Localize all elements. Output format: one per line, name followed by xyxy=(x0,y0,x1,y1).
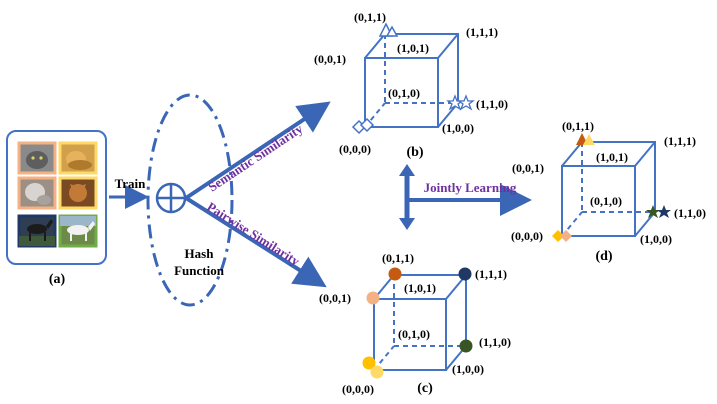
vertex-label: (0,1,1) xyxy=(354,10,386,24)
cube-c: (0,1,1) (0,0,1) (1,0,1) (1,1,1) (0,1,0) … xyxy=(319,251,511,396)
vertex-label: (0,1,1) xyxy=(562,119,594,133)
vertex-label: (1,1,0) xyxy=(476,97,508,111)
vertex-label: (1,1,0) xyxy=(479,335,511,349)
hash-label-line2: Function xyxy=(174,263,225,278)
vertex-label: (0,0,1) xyxy=(512,161,544,175)
hash-label-line1: Hash xyxy=(185,246,215,261)
jointly-learning-group: Jointly Learning xyxy=(399,164,532,230)
thumbnail-dog-brown xyxy=(58,176,98,210)
thumbnail-dog-white xyxy=(17,176,57,210)
panel-c-label: (c) xyxy=(417,381,433,396)
vertex-label: (1,0,1) xyxy=(404,281,436,295)
vertex-label: (0,1,0) xyxy=(388,86,420,100)
triangle-marker xyxy=(385,25,399,37)
panel-a-label: (a) xyxy=(49,272,66,287)
cube-b: (0,1,1) (0,0,1) (1,0,1) (1,1,1) (0,1,0) … xyxy=(314,10,508,160)
circle-marker xyxy=(370,365,384,379)
vertex-label: (0,0,0) xyxy=(342,382,374,396)
vertex-label: (1,0,0) xyxy=(452,362,484,376)
jointly-learning-label: Jointly Learning xyxy=(424,180,517,195)
circle-marker xyxy=(458,267,472,281)
thumbnail-cat-orange xyxy=(58,141,98,175)
train-arrow-group: Train xyxy=(109,176,149,209)
train-label: Train xyxy=(115,176,147,191)
hash-function-group: Hash Function xyxy=(146,93,234,307)
vertex-label: (0,0,1) xyxy=(319,291,351,305)
vertex-label: (1,1,1) xyxy=(466,25,498,39)
pairwise-similarity-label: Pairwise Similarity xyxy=(204,199,302,269)
star-marker xyxy=(646,205,660,218)
vertex-label: (0,0,1) xyxy=(314,52,346,66)
xor-icon xyxy=(155,182,187,214)
star-marker xyxy=(657,205,671,218)
circle-marker xyxy=(362,356,376,370)
panel-b-label: (b) xyxy=(406,145,423,160)
circle-marker xyxy=(366,291,380,305)
vertex-label: (0,1,1) xyxy=(382,251,414,265)
circle-marker xyxy=(388,267,402,281)
vertex-label: (1,0,1) xyxy=(397,41,429,55)
vertex-label: (1,1,1) xyxy=(664,134,696,148)
star-marker xyxy=(457,94,475,111)
pairwise-arrow xyxy=(184,196,327,288)
vertex-label: (0,1,0) xyxy=(590,194,622,208)
image-grid-panel: (a) xyxy=(6,130,107,287)
thumbnail-horse-dark xyxy=(17,214,57,248)
semantic-arrow xyxy=(184,101,331,200)
hash-function-boundary xyxy=(146,93,234,307)
thumbnail-cat-gray xyxy=(17,141,57,175)
thumbnail-horse-white xyxy=(58,214,98,248)
circle-marker xyxy=(459,339,473,353)
vertex-label: (0,1,0) xyxy=(398,327,430,341)
cube-d: (0,1,1) (0,0,1) (1,0,1) (1,1,1) (0,1,0) … xyxy=(511,119,706,264)
triangle-marker xyxy=(583,134,595,145)
vertex-label: (0,0,0) xyxy=(511,229,543,243)
vertex-label: (1,0,0) xyxy=(640,232,672,246)
vertex-label: (1,0,0) xyxy=(442,121,474,135)
vertex-label: (1,0,1) xyxy=(596,150,628,164)
vertex-label: (0,0,0) xyxy=(339,142,371,156)
vertex-label: (1,1,0) xyxy=(674,206,706,220)
panel-d-label: (d) xyxy=(595,249,612,264)
diamond-marker xyxy=(552,230,564,242)
vertex-label: (1,1,1) xyxy=(475,267,507,281)
diamond-marker xyxy=(560,230,572,242)
diamond-marker xyxy=(359,117,375,133)
